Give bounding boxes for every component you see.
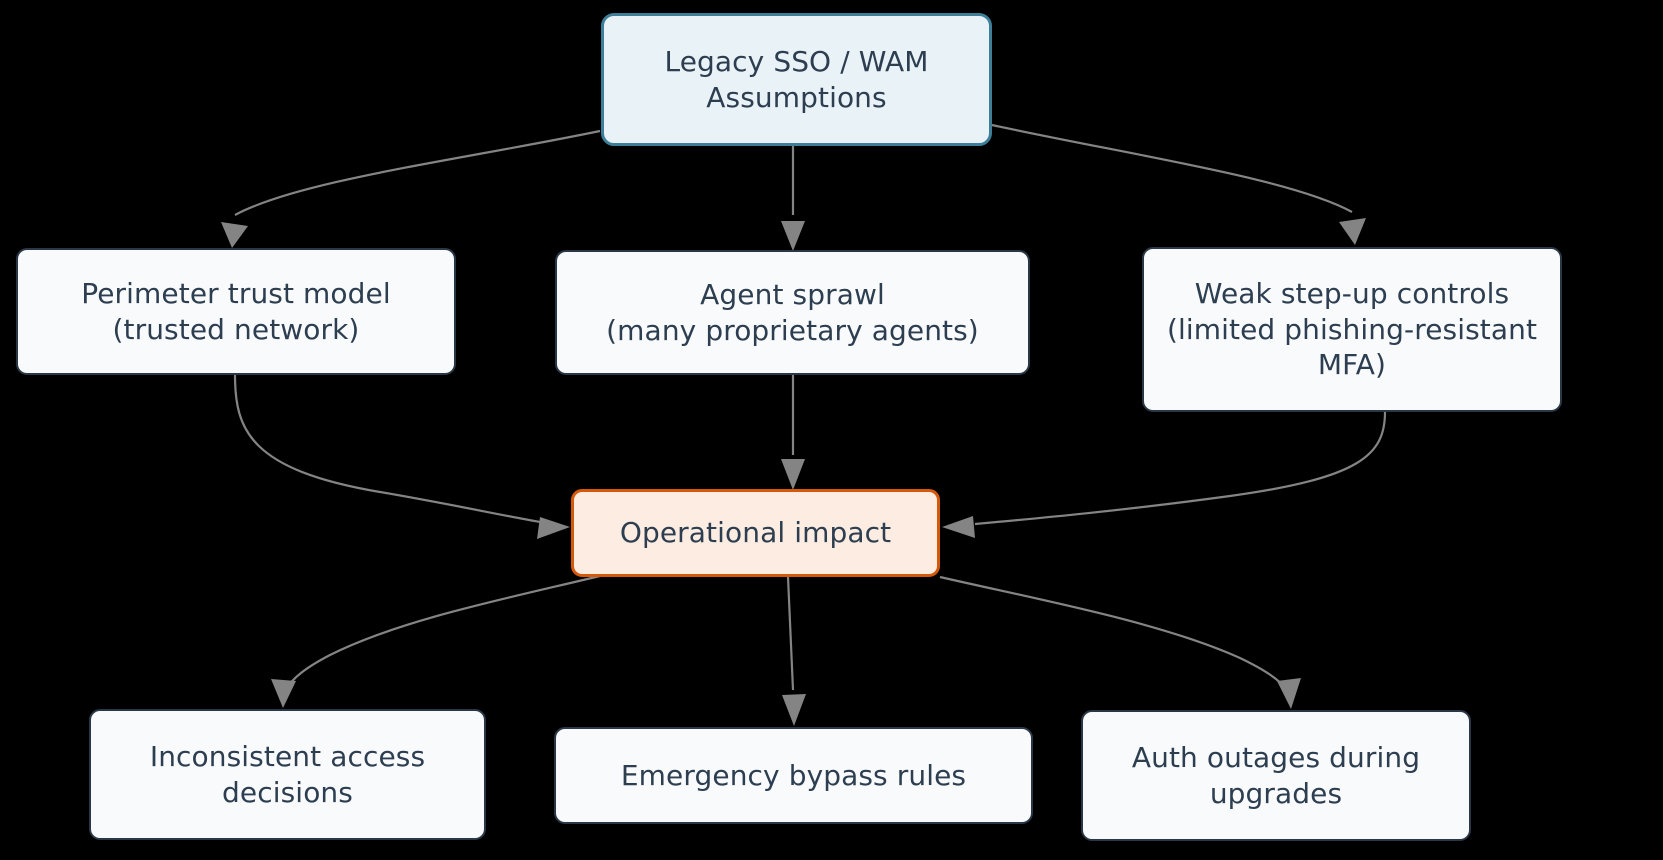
node-auth-outages-during-upgrades[interactable]: Auth outages during upgrades xyxy=(1081,710,1471,841)
edge-legacy-to-stepup xyxy=(991,123,1366,245)
edge-perimeter-to-impact xyxy=(233,374,570,539)
edge-path xyxy=(786,576,795,691)
edge-stepup-to-impact xyxy=(942,411,1387,538)
node-emergency-bypass-rules[interactable]: Emergency bypass rules xyxy=(554,727,1033,824)
node-operational-impact[interactable]: Operational impact xyxy=(571,489,940,577)
edge-path xyxy=(939,575,1289,692)
edge-sprawl-to-impact xyxy=(781,375,805,490)
arrow-head xyxy=(1277,678,1301,709)
edge-legacy-to-perimeter xyxy=(221,129,601,248)
edge-impact-to-inconsistent xyxy=(271,574,601,708)
node-label: Auth outages during upgrades xyxy=(1131,740,1421,810)
edge-path xyxy=(234,129,601,216)
arrow-head xyxy=(781,221,805,251)
node-label: Agent sprawl (many proprietary agents) xyxy=(606,277,979,347)
arrow-head xyxy=(942,516,975,538)
arrow-head xyxy=(221,222,248,248)
arrow-head xyxy=(782,694,806,726)
node-weak-step-up-controls[interactable]: Weak step-up controls (limited phishing-… xyxy=(1142,247,1562,412)
edge-legacy-to-sprawl xyxy=(781,146,805,251)
node-legacy-sso-wam-assumptions[interactable]: Legacy SSO / WAM Assumptions xyxy=(601,13,992,146)
edge-impact-to-bypass xyxy=(782,576,806,726)
edge-path xyxy=(284,574,601,691)
arrow-head xyxy=(781,459,805,490)
node-label: Emergency bypass rules xyxy=(620,758,967,792)
arrow-head xyxy=(1339,218,1366,245)
node-agent-sprawl[interactable]: Agent sprawl (many proprietary agents) xyxy=(555,250,1030,375)
edge-impact-to-outages xyxy=(939,575,1301,709)
arrow-head xyxy=(271,679,296,708)
node-perimeter-trust-model[interactable]: Perimeter trust model (trusted network) xyxy=(16,248,456,375)
edge-path xyxy=(974,411,1387,526)
node-label: Perimeter trust model (trusted network) xyxy=(81,276,391,346)
node-label: Weak step-up controls (limited phishing-… xyxy=(1166,276,1538,382)
node-inconsistent-access-decisions[interactable]: Inconsistent access decisions xyxy=(89,709,486,840)
edge-path xyxy=(991,123,1353,213)
node-label: Inconsistent access decisions xyxy=(149,739,426,809)
node-label: Operational impact xyxy=(619,516,892,550)
edge-path xyxy=(233,374,541,524)
node-label: Legacy SSO / WAM Assumptions xyxy=(664,44,929,114)
arrow-head xyxy=(537,517,570,539)
